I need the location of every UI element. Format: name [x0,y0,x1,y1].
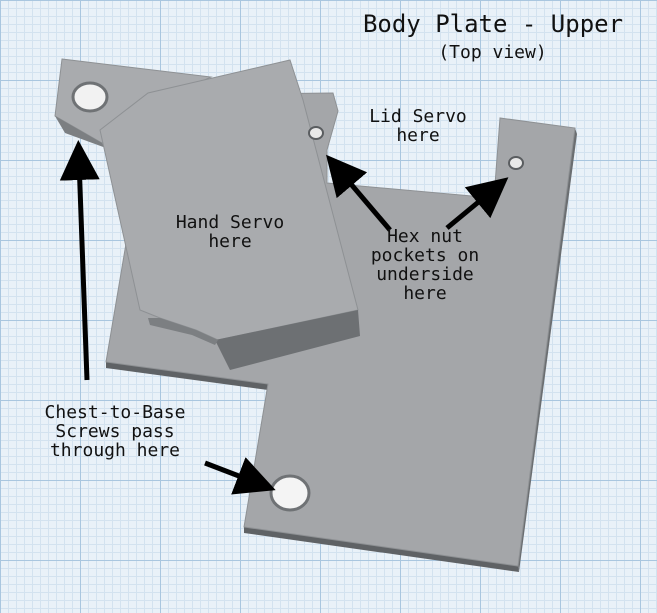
chest-screw-hole-bottom [269,474,311,512]
arrow-chest-up [59,140,100,381]
arrow-chest-hole [204,457,276,495]
chest-screws-label: Chest-to-Base Screws pass through here [44,402,186,461]
hand-servo-block-notch [148,318,218,345]
arrow-hex-right [445,177,509,230]
main-plate-lower-left-side [106,362,268,390]
hex-nut-label: Hex nut pockets on underside here [370,226,480,304]
diagram-title: Body Plate - Upper [362,10,624,38]
right-nut-hole [508,156,524,170]
diagram-subtitle: (Top view) [438,42,547,63]
chest-screw-hole-top [71,81,109,113]
hand-servo-label: Hand Servo here [175,212,285,252]
lid-servo-nut-hole [308,126,324,140]
arrow-hex-left [326,154,392,232]
lid-servo-label: Lid Servo here [369,106,467,146]
main-plate-right-side [518,128,577,572]
left-ear-tab-side [55,116,106,148]
hand-servo-block-face [215,310,360,370]
main-plate-side [244,527,519,572]
